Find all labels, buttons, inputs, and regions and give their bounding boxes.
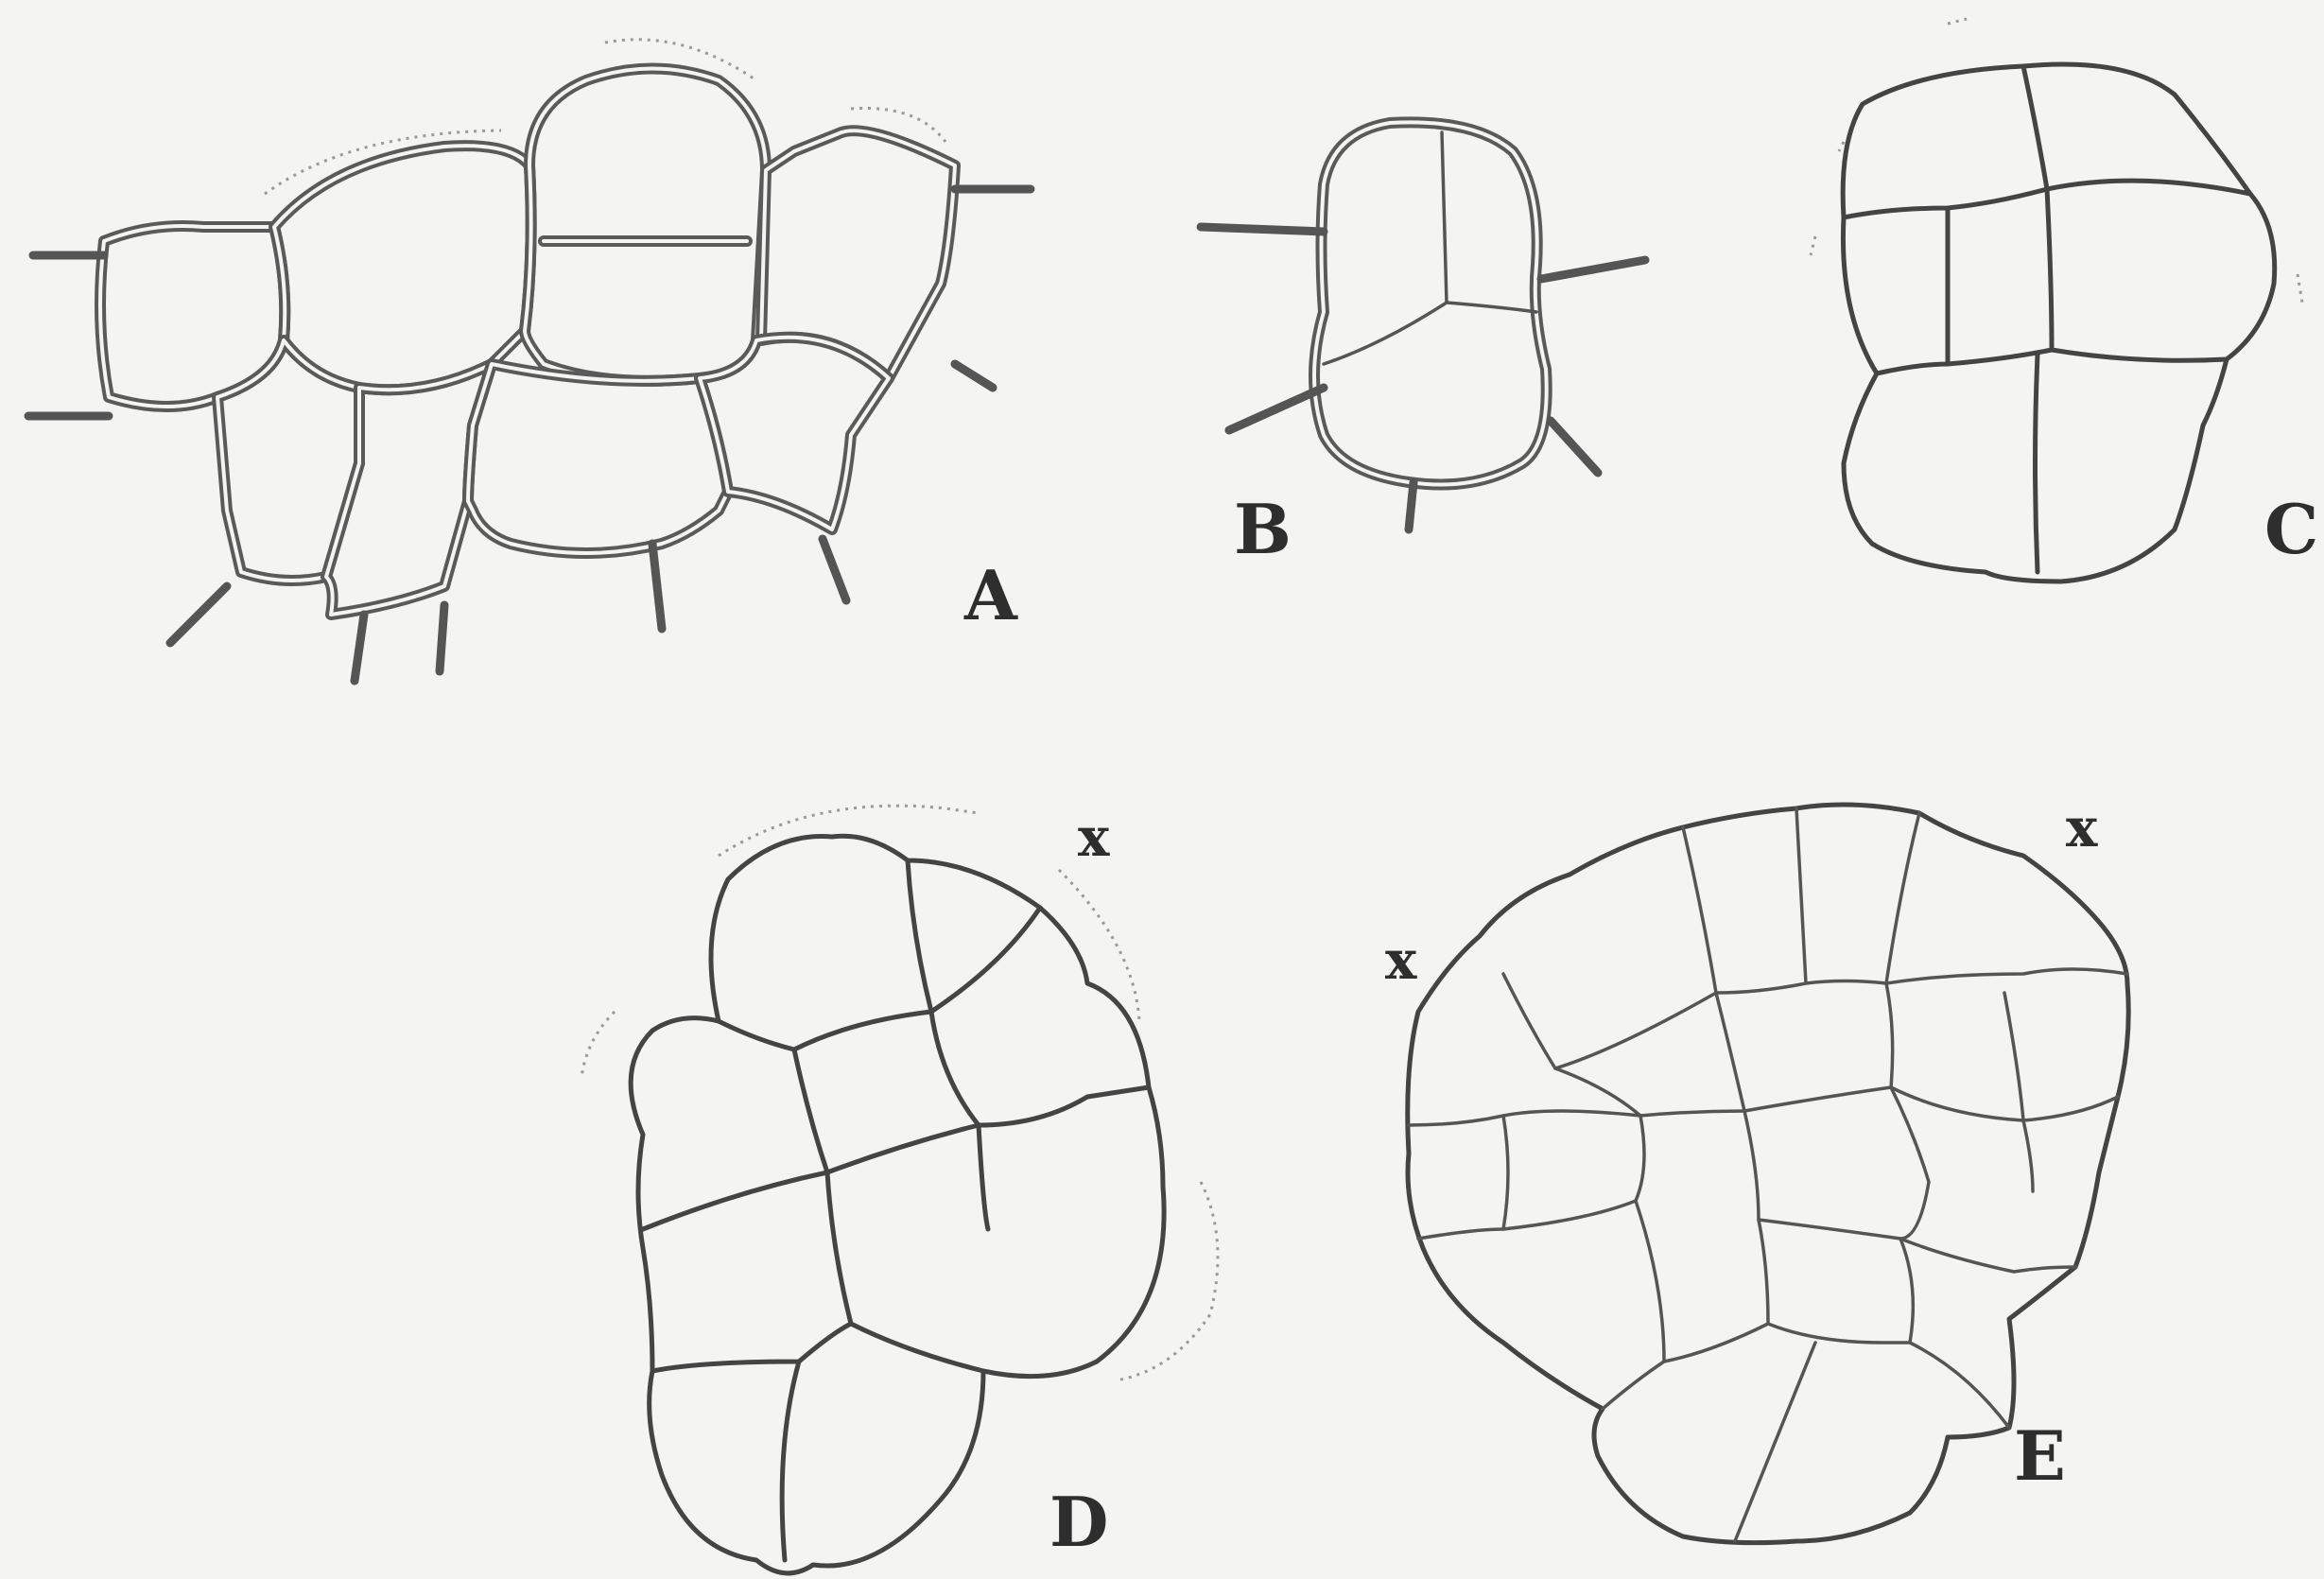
figure-c-membrane-top bbox=[1948, 19, 1967, 24]
label-e-x-right: x bbox=[2066, 797, 2098, 859]
figure-d: x D bbox=[581, 806, 1218, 1573]
figure-c-membrane-right bbox=[2298, 274, 2302, 303]
label-a: A bbox=[963, 555, 1018, 635]
label-d: D bbox=[1049, 1482, 1108, 1562]
label-c: C bbox=[2264, 489, 2318, 569]
label-d-x: x bbox=[1078, 807, 1110, 869]
figure-a-cells bbox=[100, 69, 955, 616]
figure-a: A bbox=[28, 40, 1031, 681]
figure-e: x x E bbox=[1385, 797, 2128, 1543]
figure-b-cell bbox=[1314, 122, 1547, 484]
label-b: B bbox=[1234, 489, 1292, 569]
figure-c-outline bbox=[1843, 64, 2275, 581]
figure-c: C bbox=[1811, 19, 2318, 581]
figure-b: B bbox=[1201, 122, 1645, 569]
figure-c-divisions bbox=[1844, 66, 2250, 572]
figure-d-divisions bbox=[643, 860, 1149, 1560]
figure-c-membrane-left2 bbox=[1811, 236, 1815, 255]
label-e-x-left: x bbox=[1385, 929, 1417, 992]
figure-c-membrane-left bbox=[1839, 142, 1844, 151]
label-e: E bbox=[2014, 1415, 2066, 1496]
